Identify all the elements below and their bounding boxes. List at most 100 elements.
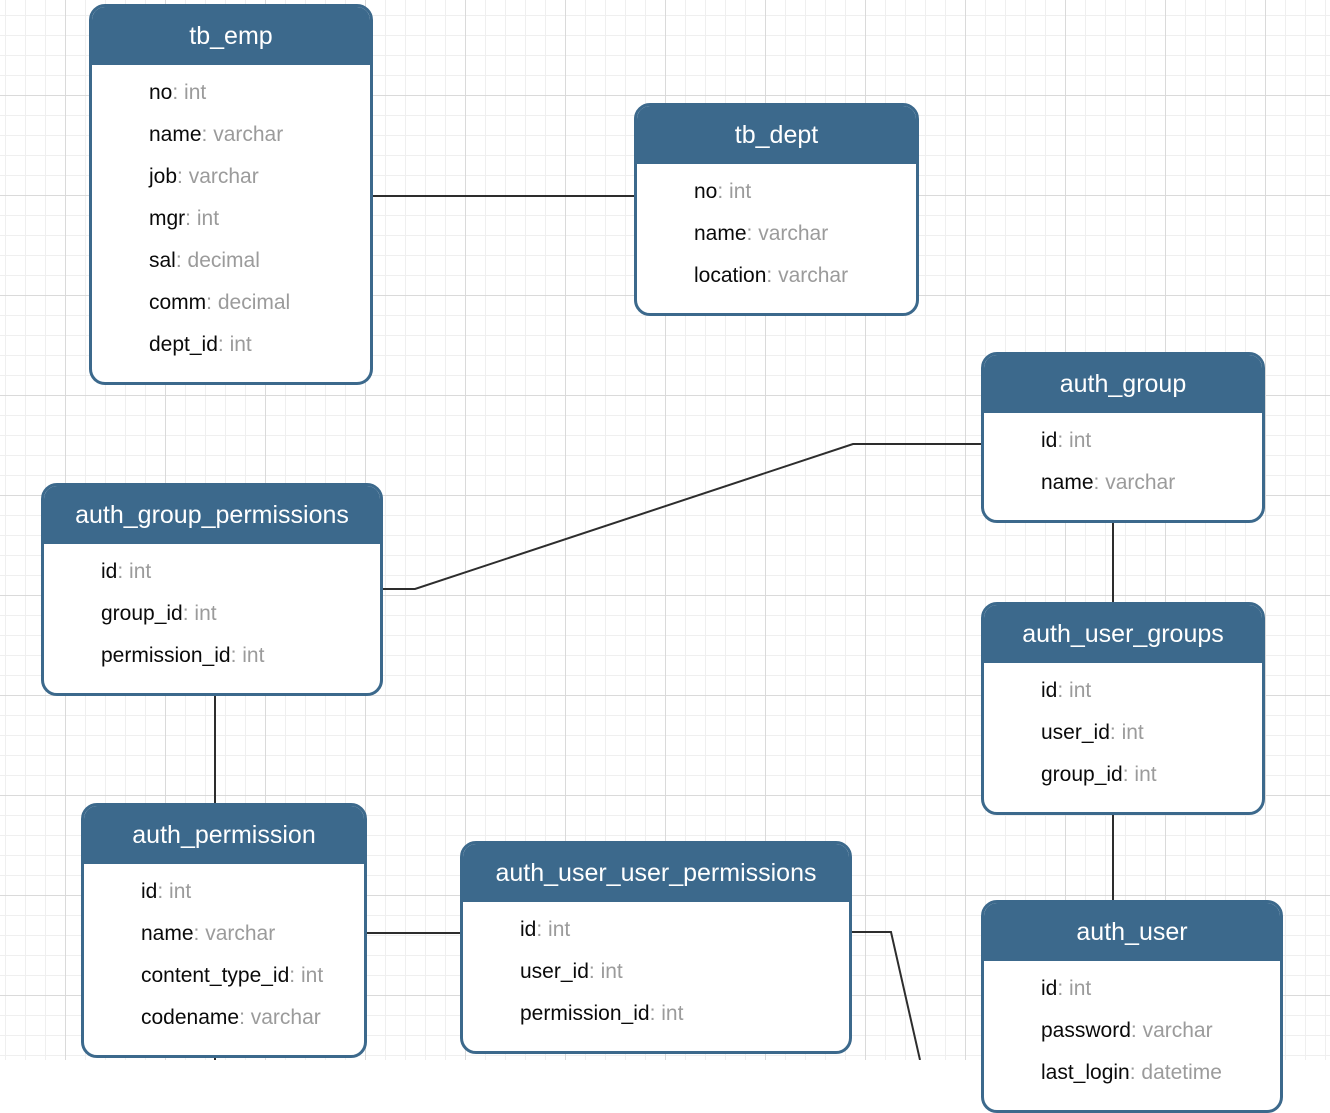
column-name: password xyxy=(1041,1019,1131,1042)
column-name: id xyxy=(101,560,118,583)
table-row[interactable]: user_idint xyxy=(984,712,1262,754)
column-name: codename xyxy=(141,1006,240,1029)
table-header[interactable]: auth_user_user_permissions xyxy=(463,844,849,902)
table-row[interactable]: namevarchar xyxy=(637,213,916,255)
table-row[interactable]: codenamevarchar xyxy=(84,997,364,1039)
table-header[interactable]: tb_dept xyxy=(637,106,916,164)
column-name: id xyxy=(141,880,158,903)
column-name: id xyxy=(520,918,537,941)
column-name: permission_id xyxy=(101,644,231,667)
column-type: varchar xyxy=(747,222,829,245)
column-name: id xyxy=(1041,429,1058,452)
column-name: sal xyxy=(149,249,176,272)
table-row[interactable]: idint xyxy=(984,670,1262,712)
table-row[interactable]: group_idint xyxy=(44,593,380,635)
table-row[interactable]: idint xyxy=(463,909,849,951)
table-row[interactable]: permission_idint xyxy=(463,993,849,1035)
table-header[interactable]: auth_group_permissions xyxy=(44,486,380,544)
table-header[interactable]: auth_group xyxy=(984,355,1262,413)
column-type: varchar xyxy=(1094,471,1176,494)
table-tb_dept[interactable]: tb_dept noint namevarchar locationvarcha… xyxy=(634,103,919,316)
table-row[interactable]: locationvarchar xyxy=(637,255,916,297)
column-type: varchar xyxy=(239,1006,321,1029)
table-auth_user[interactable]: auth_user idint passwordvarchar last_log… xyxy=(981,900,1283,1113)
table-row[interactable]: passwordvarchar xyxy=(984,1010,1280,1052)
table-row[interactable]: saldecimal xyxy=(92,240,370,282)
column-name: name xyxy=(1041,471,1094,494)
table-header[interactable]: tb_emp xyxy=(92,7,370,65)
table-body: idint namevarchar xyxy=(984,413,1262,520)
column-name: user_id xyxy=(1041,721,1110,744)
table-row[interactable]: mgrint xyxy=(92,198,370,240)
column-name: job xyxy=(149,165,178,188)
column-name: comm xyxy=(149,291,207,314)
table-header[interactable]: auth_user_groups xyxy=(984,605,1262,663)
table-row[interactable]: jobvarchar xyxy=(92,156,370,198)
table-body: idint user_idint group_idint xyxy=(984,663,1262,812)
table-row[interactable]: permission_idint xyxy=(44,635,380,677)
table-body: idint namevarchar content_type_idint cod… xyxy=(84,864,364,1055)
table-row[interactable]: user_idint xyxy=(463,951,849,993)
table-header[interactable]: auth_user xyxy=(984,903,1280,961)
column-type: decimal xyxy=(176,249,260,272)
table-row[interactable]: last_logindatetime xyxy=(984,1052,1280,1094)
table-row[interactable]: content_type_idint xyxy=(84,955,364,997)
column-type: varchar xyxy=(766,264,848,287)
table-row[interactable]: idint xyxy=(984,968,1280,1010)
column-type: int xyxy=(218,333,252,356)
column-name: id xyxy=(1041,679,1058,702)
column-name: mgr xyxy=(149,207,186,230)
table-row[interactable]: commdecimal xyxy=(92,282,370,324)
relationship-lines-layer xyxy=(214,195,1114,1060)
column-name: last_login xyxy=(1041,1061,1130,1084)
column-type: int xyxy=(717,180,751,203)
table-header[interactable]: auth_permission xyxy=(84,806,364,864)
relationship-line-auth_user_user_permissions-offscreen-bottom[interactable] xyxy=(852,931,921,1060)
table-row[interactable]: idint xyxy=(84,871,364,913)
column-name: content_type_id xyxy=(141,964,290,987)
table-body: noint namevarchar jobvarchar mgrint sald… xyxy=(92,65,370,382)
table-row[interactable]: noint xyxy=(92,72,370,114)
table-auth_user_user_permissions[interactable]: auth_user_user_permissions idint user_id… xyxy=(460,841,852,1054)
table-row[interactable]: idint xyxy=(44,551,380,593)
column-type: int xyxy=(157,880,191,903)
column-type: int xyxy=(650,1002,684,1025)
table-row[interactable]: namevarchar xyxy=(84,913,364,955)
column-name: group_id xyxy=(101,602,183,625)
column-name: user_id xyxy=(520,960,589,983)
column-type: varchar xyxy=(202,123,284,146)
column-name: name xyxy=(141,922,194,945)
column-name: name xyxy=(694,222,747,245)
table-row[interactable]: noint xyxy=(637,171,916,213)
column-type: int xyxy=(589,960,623,983)
column-name: id xyxy=(1041,977,1058,1000)
column-name: no xyxy=(149,81,173,104)
column-type: int xyxy=(536,918,570,941)
column-name: group_id xyxy=(1041,763,1123,786)
table-auth_group[interactable]: auth_group idint namevarchar xyxy=(981,352,1265,523)
column-type: int xyxy=(183,602,217,625)
column-type: datetime xyxy=(1130,1061,1222,1084)
table-row[interactable]: namevarchar xyxy=(92,114,370,156)
table-tb_emp[interactable]: tb_emp noint namevarchar jobvarchar mgri… xyxy=(89,4,373,385)
table-row[interactable]: idint xyxy=(984,420,1262,462)
table-auth_user_groups[interactable]: auth_user_groups idint user_idint group_… xyxy=(981,602,1265,815)
column-type: int xyxy=(1110,721,1144,744)
column-type: int xyxy=(1057,429,1091,452)
relationship-line-auth_group_permissions-auth_group[interactable] xyxy=(383,443,981,590)
column-type: int xyxy=(1123,763,1157,786)
column-type: int xyxy=(289,964,323,987)
table-auth_group_permissions[interactable]: auth_group_permissions idint group_idint… xyxy=(41,483,383,696)
column-name: permission_id xyxy=(520,1002,650,1025)
table-body: idint user_idint permission_idint xyxy=(463,902,849,1051)
column-name: name xyxy=(149,123,202,146)
table-body: noint namevarchar locationvarchar xyxy=(637,164,916,313)
column-name: location xyxy=(694,264,767,287)
table-row[interactable]: group_idint xyxy=(984,754,1262,796)
table-body: idint passwordvarchar last_logindatetime xyxy=(984,961,1280,1110)
table-row[interactable]: namevarchar xyxy=(984,462,1262,504)
column-type: int xyxy=(1057,977,1091,1000)
table-row[interactable]: dept_idint xyxy=(92,324,370,366)
table-auth_permission[interactable]: auth_permission idint namevarchar conten… xyxy=(81,803,367,1058)
